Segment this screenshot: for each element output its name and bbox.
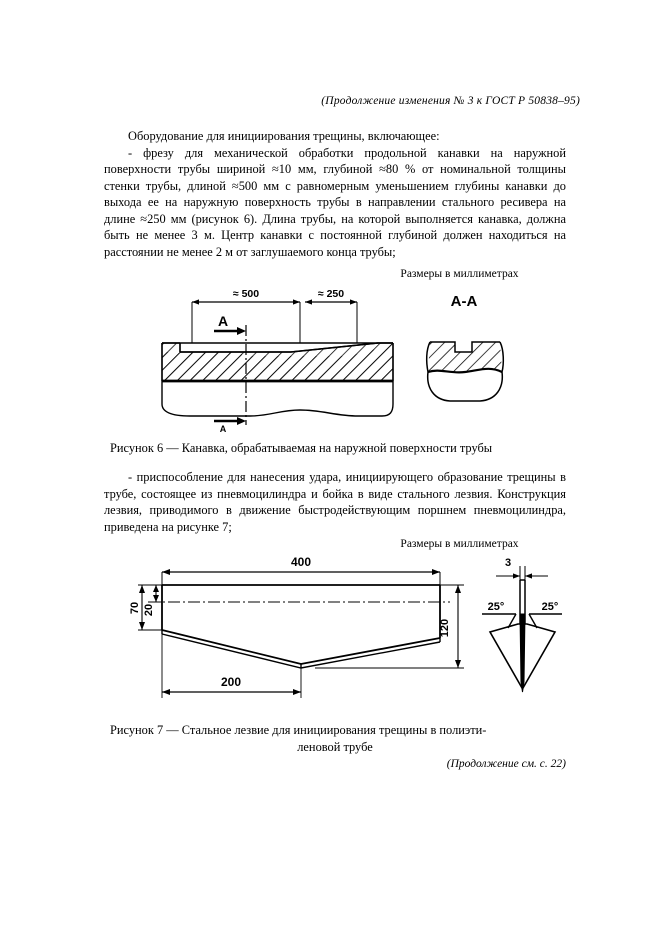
figure-6-caption: Рисунок 6 — Канавка, обрабатываемая на н… [110, 441, 493, 455]
figure-6-svg: ≈ 500 ≈ 250 [161, 288, 505, 432]
dimension-thickness-3: 3 [496, 557, 548, 586]
dimension-70-label: 70 [130, 602, 141, 614]
section-view-a-a: A-A [425, 293, 505, 402]
figure-7-caption: Рисунок 7 — Стальное лезвие для иницииро… [104, 722, 566, 755]
units-note-figure-7: Размеры в миллиметрах [400, 538, 519, 550]
paragraph-1-body: - фрезу для механической обработки продо… [104, 145, 566, 259]
angle-right-label: 25° [542, 601, 559, 613]
dimension-500: ≈ 500 [191, 288, 301, 354]
paragraph-2-body: - приспособление для нанесения удара, ин… [104, 470, 566, 534]
dimension-500-label: ≈ 500 [233, 288, 259, 300]
dimension-3-label: 3 [505, 557, 511, 569]
pipe-outline-top [161, 342, 394, 383]
section-line-a-a: А А [214, 313, 247, 432]
units-note-figure-6: Размеры в миллиметрах [400, 268, 519, 280]
blade-body [161, 584, 441, 669]
paragraph-block-1: Оборудование для инициирования трещины, … [104, 128, 566, 260]
blade-tip-section: 3 25° [482, 557, 562, 693]
angle-right: 25° [528, 601, 562, 629]
paragraph-block-2: - приспособление для нанесения удара, ин… [104, 469, 566, 535]
figure-7-svg: 400 [130, 555, 562, 698]
section-label-bottom: А [220, 424, 227, 432]
figure-7-caption-line-2: леновой трубе [297, 739, 373, 754]
figure-6-groove-drawing: ≈ 500 ≈ 250 [150, 280, 520, 432]
dimension-200: 200 [161, 634, 302, 698]
dimension-20-label: 20 [143, 604, 155, 616]
dimension-120-label: 120 [439, 619, 451, 637]
angle-left: 25° [482, 601, 517, 629]
figure-7-caption-line-1: Рисунок 7 — Стальное лезвие для иницииро… [110, 723, 487, 737]
paragraph-intro: Оборудование для инициирования трещины, … [128, 129, 440, 143]
figure-7-blade-drawing: 400 [130, 552, 580, 710]
section-view-title: A-A [451, 293, 478, 310]
dimension-200-label: 200 [221, 675, 241, 689]
dimension-400: 400 [161, 555, 441, 596]
running-head: (Продолжение изменения № 3 к ГОСТ Р 5083… [321, 95, 580, 107]
dimension-400-label: 400 [291, 555, 311, 569]
dimension-120: 120 [315, 584, 464, 669]
continuation-note: (Продолжение см. с. 22) [446, 758, 566, 770]
dimension-70: 70 [130, 584, 162, 631]
dimension-250: ≈ 250 [305, 288, 358, 345]
angle-left-label: 25° [488, 601, 505, 613]
dimension-20: 20 [143, 585, 162, 616]
section-label-top: А [218, 313, 228, 329]
blade-core [519, 613, 526, 693]
dimension-250-label: ≈ 250 [318, 288, 344, 300]
